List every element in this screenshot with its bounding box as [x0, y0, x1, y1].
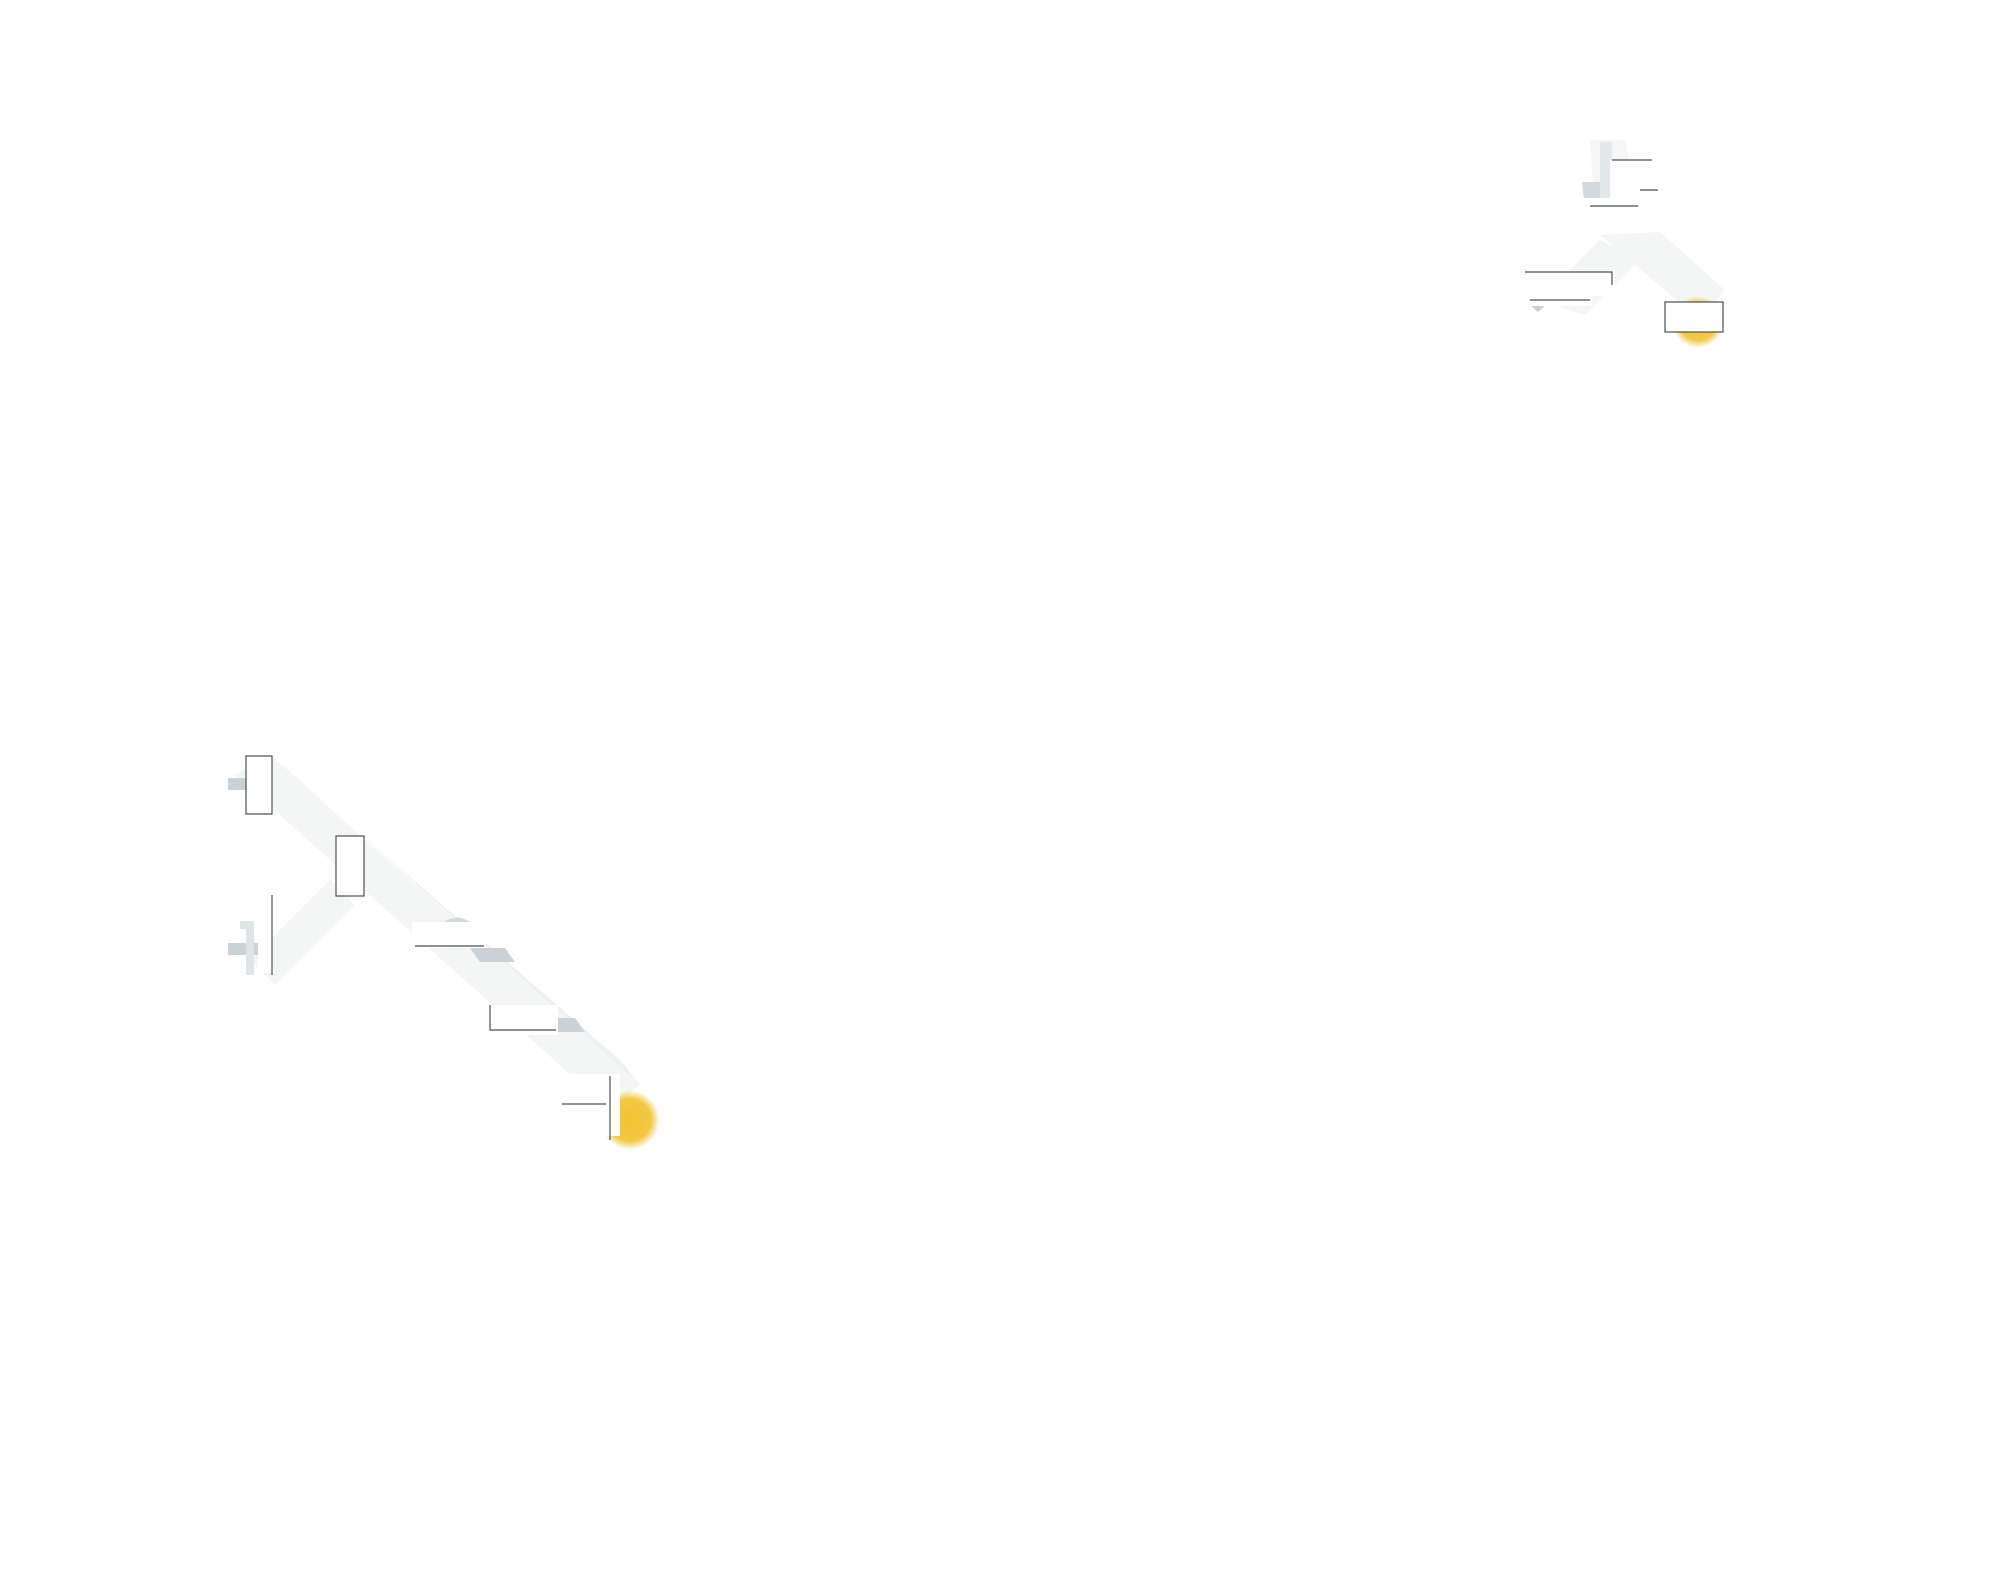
panel-3 [1525, 270, 1615, 296]
shadow-stroke [470, 948, 515, 962]
top-right-cluster [1522, 140, 1725, 348]
panel-6 [560, 1074, 620, 1140]
panel-2 [335, 835, 365, 897]
panel-4 [412, 922, 486, 948]
shadow-stroke [1600, 142, 1612, 205]
panel-1 [245, 755, 273, 815]
band-branch [250, 880, 355, 985]
panel-2 [1575, 198, 1647, 218]
bottom-left-cluster [228, 755, 660, 1150]
panel-5 [488, 1005, 558, 1035]
panel-1 [1610, 159, 1662, 204]
panel-3 [240, 895, 274, 975]
panel-5 [1664, 301, 1724, 333]
panel-4 [1522, 292, 1592, 306]
shadow-stroke [1582, 182, 1602, 200]
